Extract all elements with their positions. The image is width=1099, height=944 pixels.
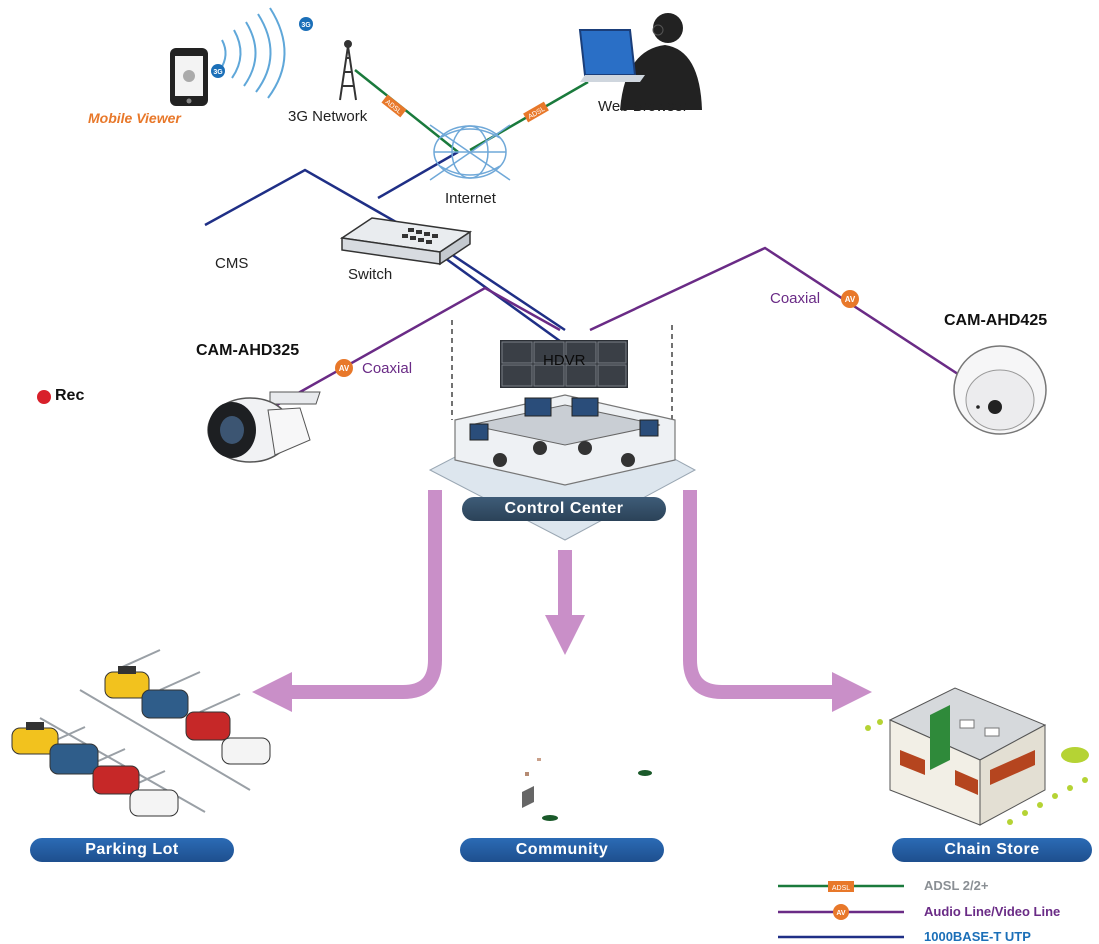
legend-line-av: AV (778, 904, 904, 920)
car-police-1 (221, 737, 271, 765)
label-cam-ahd325: CAM-AHD325 (196, 342, 300, 359)
svg-text:ADSL: ADSL (832, 885, 850, 892)
web-user-icon (578, 13, 702, 110)
label-3g-network: 3G Network (288, 108, 368, 125)
parking-lot-illustration (11, 649, 271, 817)
internet-globe-icon (429, 124, 511, 181)
car-blue-2 (49, 743, 99, 775)
pill-chain-store: Chain Store (892, 838, 1092, 862)
label-mobile-viewer: Mobile Viewer (88, 110, 181, 126)
arrow-to-parking (252, 490, 442, 712)
bullet-camera-icon (207, 391, 321, 463)
car-taxi-1 (104, 666, 150, 699)
svg-text:AV: AV (836, 910, 846, 917)
car-red-2 (92, 765, 140, 795)
badge-3g-top: 3G (299, 17, 313, 31)
badge-adsl-right: ADSL (523, 101, 549, 123)
badge-av-right: AV (841, 290, 859, 308)
cell-tower-icon (339, 40, 357, 101)
label-switch: Switch (348, 266, 393, 283)
label-cam-ahd425: CAM-AHD425 (944, 312, 1048, 329)
label-coaxial-left: Coaxial (362, 360, 413, 377)
pill-control-center: Control Center (462, 497, 666, 521)
label-hdvr: HDVR (543, 352, 586, 369)
svg-text:3G: 3G (213, 69, 223, 76)
badge-av-left: AV (335, 359, 353, 377)
adsl-line-3g (354, 69, 459, 153)
badge-adsl-left: ADSL (381, 94, 407, 118)
legend-label-utp: 1000BASE-T UTP (924, 929, 1031, 944)
arrow-to-chain-store (683, 490, 872, 712)
car-police-2 (129, 789, 179, 817)
utp-line-internet-switch (377, 150, 459, 200)
chain-store-illustration (865, 687, 1089, 826)
pill-parking-lot: Parking Lot (30, 838, 234, 862)
switch-device-icon (339, 217, 473, 266)
label-cms: CMS (215, 255, 249, 272)
dome-camera-icon (953, 345, 1047, 435)
community-illustration (522, 758, 652, 821)
mobile-phone-icon (170, 48, 208, 106)
utp-line-cms (204, 168, 566, 332)
label-coaxial-right: Coaxial (770, 290, 821, 307)
av-line-right (589, 246, 991, 397)
label-web-browser: Web Browser (598, 98, 688, 115)
badge-3g-phone: 3G (211, 64, 225, 78)
legend-label-av: Audio Line/Video Line (924, 904, 1061, 919)
svg-text:3G: 3G (301, 22, 311, 29)
svg-text:AV: AV (845, 295, 856, 304)
arrow-to-community (545, 550, 585, 655)
hdvr-video-wall (500, 340, 628, 388)
car-blue-1 (141, 689, 189, 719)
car-taxi-2 (11, 722, 59, 755)
legend-line-adsl: ADSL (778, 881, 904, 892)
label-rec: Rec (55, 387, 85, 404)
label-internet: Internet (445, 190, 496, 207)
wifi-waves-icon (219, 7, 286, 99)
legend-label-adsl: ADSL 2/2+ (924, 878, 989, 893)
rec-dot-icon (37, 390, 51, 404)
pill-community: Community (460, 838, 664, 862)
car-red-1 (185, 711, 231, 741)
svg-text:AV: AV (339, 364, 350, 373)
